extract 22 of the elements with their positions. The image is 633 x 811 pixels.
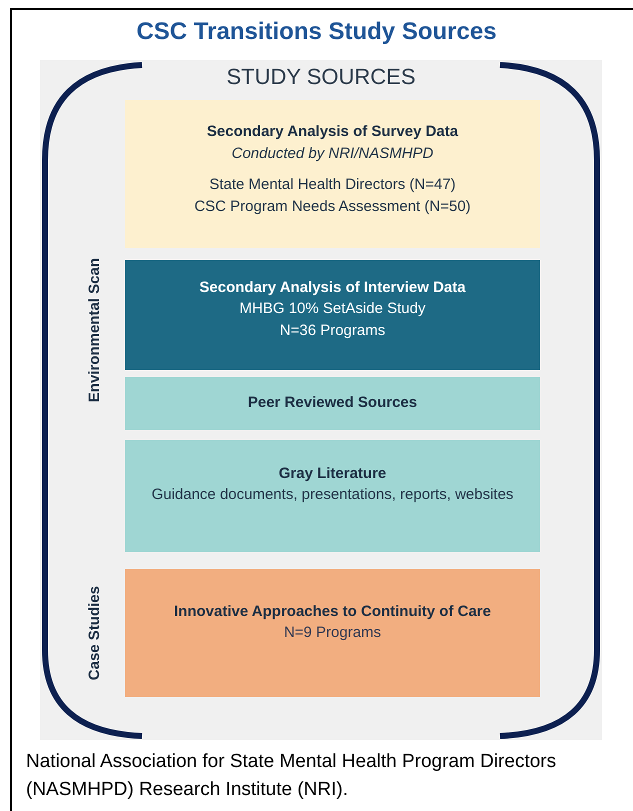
- source-box: [125, 569, 540, 697]
- box-heading: Gray Literature: [278, 464, 386, 484]
- box-heading: Peer Reviewed Sources: [248, 393, 418, 413]
- source-box: [125, 377, 540, 430]
- box-text: Guidance documents, presentations, reports, websites: [152, 485, 514, 505]
- box-text: State Mental Health Directors (N=47): [209, 175, 456, 195]
- box-text: MHBG 10% SetAside Study: [240, 299, 426, 319]
- box-text: Conducted by NRI/NASMHPD: [232, 144, 434, 164]
- box-heading: Innovative Approaches to Continuity of Care: [174, 602, 491, 622]
- box-heading: Secondary Analysis of Survey Data: [206, 122, 458, 142]
- source-box: [125, 440, 540, 552]
- side-label: Environmental Scan: [84, 258, 104, 402]
- box-heading: Secondary Analysis of Interview Data: [199, 278, 466, 298]
- caption: National Association for State Mental Health Program Directors (NASMHPD) Research Institute (NRI).: [26, 750, 558, 802]
- panel-heading: STUDY SOURCES: [225, 63, 417, 91]
- box-text: CSC Program Needs Assessment (N=50): [194, 197, 471, 217]
- side-label: Case Studies: [84, 586, 104, 680]
- source-box: [125, 260, 540, 370]
- source-box: [125, 100, 540, 248]
- box-text: N=36 Programs: [280, 321, 386, 341]
- title: CSC Transitions Study Sources: [135, 17, 498, 47]
- box-text: N=9 Programs: [284, 623, 382, 643]
